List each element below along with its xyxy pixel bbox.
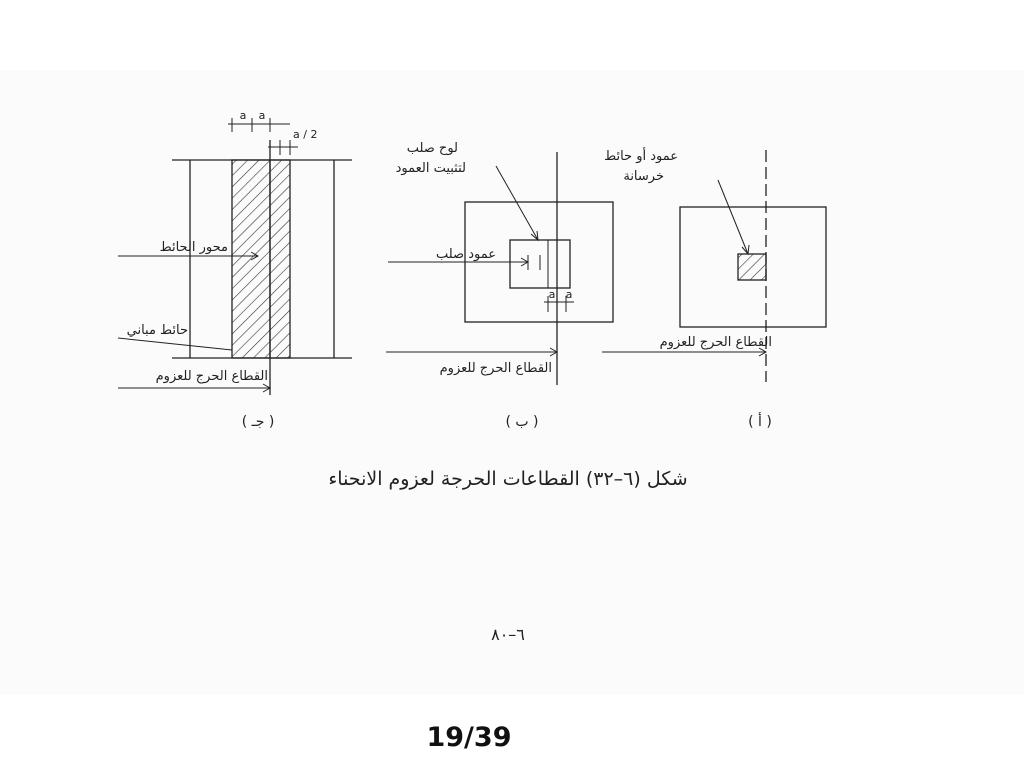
label-critical-section-c: القطاع الحرج للعزوم bbox=[156, 369, 268, 384]
label-critical-section-b: القطاع الحرج للعزوم bbox=[440, 361, 552, 376]
page-label: ٦–٨٠ bbox=[491, 625, 525, 644]
concrete-column-hatch bbox=[737, 253, 767, 281]
leader-plate bbox=[495, 165, 539, 241]
panel-label-c: ( جـ ) bbox=[242, 414, 275, 430]
leader-masonry-wall bbox=[117, 337, 233, 351]
masonry-wall-hatch bbox=[231, 159, 291, 359]
panel-c bbox=[117, 118, 352, 395]
panel-label-b: ( ب ) bbox=[505, 414, 538, 430]
label-wall-axis: محور الحائط bbox=[160, 240, 228, 255]
scanned-page bbox=[0, 70, 1024, 695]
dim-label-a2-c: a bbox=[259, 109, 266, 122]
label-plate-1: لوح صلب bbox=[407, 141, 458, 156]
label-plate-2: لتثبيت العمود bbox=[396, 161, 466, 176]
dim-label-a2-b: a bbox=[566, 288, 573, 301]
footing-outline-a bbox=[679, 206, 827, 328]
label-column-2: خرسانة bbox=[623, 169, 664, 184]
slide-counter: 19/39 bbox=[426, 722, 512, 753]
label-masonry-wall: حائط مباني bbox=[127, 323, 188, 338]
label-column-1: عمود أو حائط bbox=[604, 147, 678, 164]
panel-b bbox=[386, 152, 614, 385]
figure-caption: شكل (٦–٣٢) القطاعات الحرجة لعزوم الانحنا… bbox=[328, 468, 687, 490]
panel-label-a: ( أ ) bbox=[748, 412, 772, 430]
dim-label-a1-c: a bbox=[240, 109, 247, 122]
steel-plate-outline bbox=[509, 239, 571, 289]
dim-label-a1-b: a bbox=[549, 288, 556, 301]
label-critical-section-a: القطاع الحرج للعزوم bbox=[660, 335, 772, 350]
panel-a bbox=[602, 150, 827, 382]
leader-column-a bbox=[717, 179, 749, 255]
dim-label-half-a: a / 2 bbox=[293, 128, 317, 141]
label-steel-column: عمود صلب bbox=[436, 247, 496, 262]
